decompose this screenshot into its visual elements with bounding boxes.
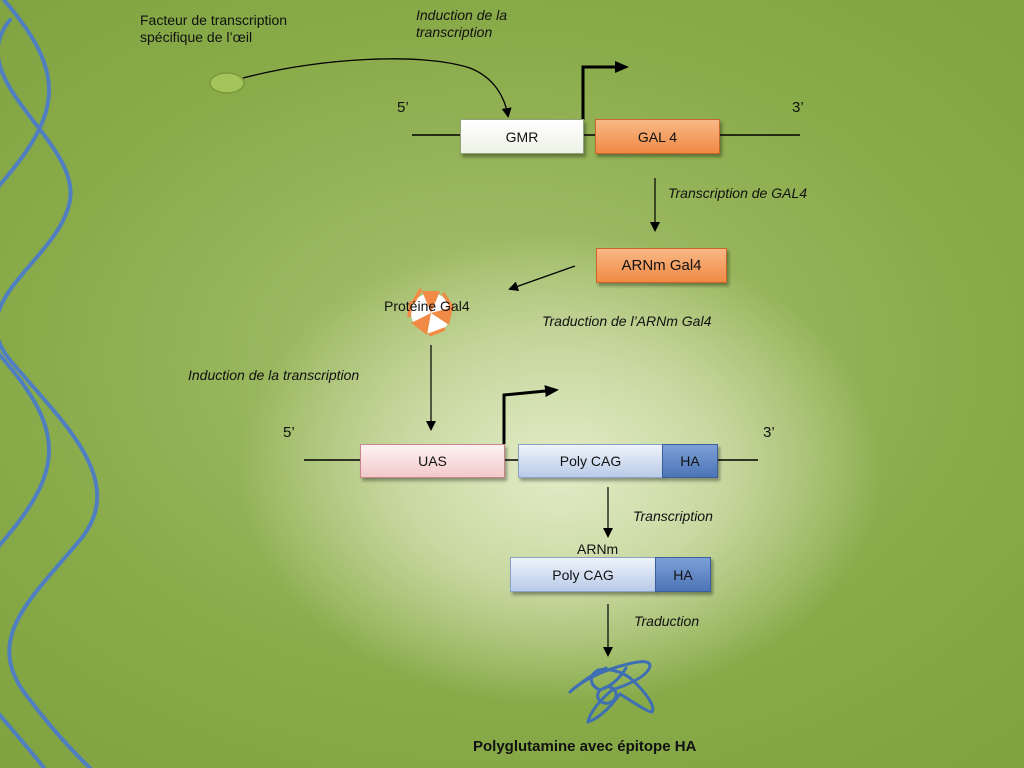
helix-strand-a [0, 0, 51, 768]
translation-arrow [508, 265, 576, 292]
ha-gene-box: HA [662, 444, 718, 478]
three-prime-label-top: 3’ [792, 99, 804, 116]
five-prime-label-bottom: 5’ [283, 424, 295, 441]
dna-helix-icon [0, 0, 100, 768]
polyglutamine-protein-icon [568, 660, 655, 724]
induction-label-mid: Induction de la transcription [188, 367, 360, 383]
induction-label-top-line2: transcription [416, 23, 493, 40]
promoter-arrow-bottom [502, 385, 559, 444]
helix-strand-b [0, 18, 100, 768]
translation-arnm-label: Traduction de l’ARNm Gal4 [542, 313, 712, 329]
transcription-gal4-label: Transcription de GAL4 [668, 185, 808, 201]
induction-label-top-line1: Induction de la [416, 7, 508, 23]
result-title: Polyglutamine avec épitope HA [473, 738, 697, 755]
translation-label: Traduction [634, 613, 700, 629]
five-prime-label-top: 5’ [397, 99, 409, 116]
promoter-arrow-top [581, 61, 629, 120]
induction-arrow-top [242, 58, 512, 118]
eye-factor-label-line1: Facteur de transcription [140, 12, 288, 28]
gal4-gene-box: GAL 4 [595, 119, 720, 154]
eye-factor-label: Facteur de transcription spécifique de l… [140, 12, 330, 46]
ha-mrna-box: HA [655, 557, 711, 592]
transcription-label: Transcription [633, 508, 713, 524]
arnm-gal4-box: ARNm Gal4 [596, 248, 727, 283]
transcription-factor-icon [209, 72, 245, 94]
arnm-label: ARNm [577, 541, 619, 557]
uas-box: UAS [360, 444, 505, 478]
poly-cag-gene-box: Poly CAG [518, 444, 663, 478]
induction-label-top: Induction de la transcription [416, 7, 507, 41]
gmr-box: GMR [460, 119, 584, 154]
three-prime-label-bottom: 3’ [763, 424, 775, 441]
protein-gal4-label: Protéine Gal4 [384, 298, 470, 314]
eye-factor-label-line2: spécifique de l’œil [140, 28, 253, 45]
poly-cag-mrna-box: Poly CAG [510, 557, 656, 592]
gal4-protein-icon [407, 288, 455, 337]
